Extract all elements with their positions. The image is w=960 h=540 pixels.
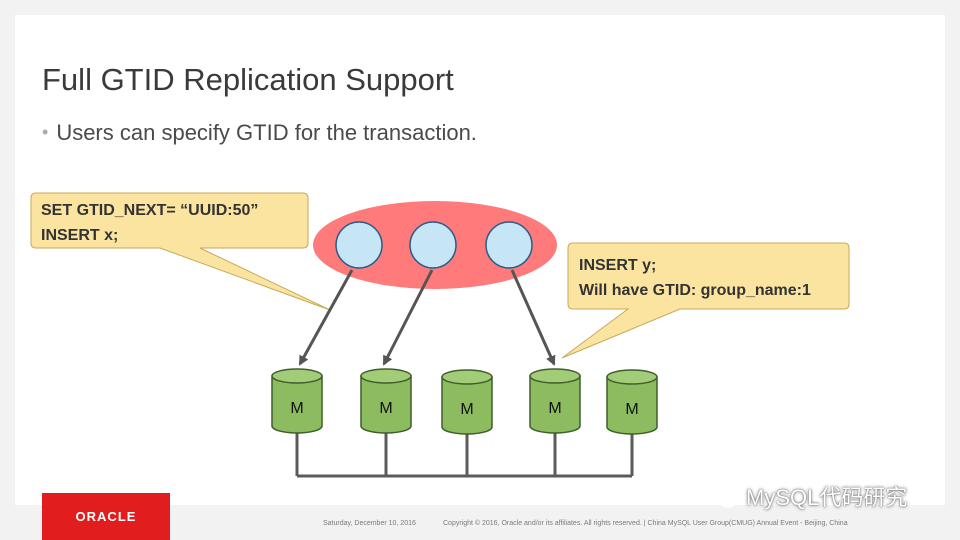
database-member-2: M (360, 368, 412, 434)
footer-date: Saturday, December 10, 2016 (323, 520, 416, 527)
callout-left-shape (30, 192, 331, 311)
database-label-3: M (460, 401, 473, 418)
database-member-3: M (441, 369, 493, 435)
database-member-1: M (271, 368, 323, 434)
database-member-5: M (606, 369, 658, 435)
callout-left-line2: INSERT x; (41, 227, 119, 244)
watermark-text: MySQL代码研究 (746, 485, 908, 510)
bullet-item: • Users can specify GTID for the transact… (42, 120, 477, 146)
arrow-node1-m1 (298, 269, 354, 366)
watermark: MySQL代码研究 (706, 480, 907, 512)
callout-right-shape (561, 242, 850, 359)
server-node-1 (335, 221, 383, 269)
oracle-logo: ORACLE (42, 493, 170, 540)
bullet-dot-icon: • (42, 122, 49, 142)
callout-right-text: INSERT y; Will have GTID: group_name:1 (579, 253, 811, 303)
arrow-node3-m4 (510, 269, 556, 366)
bullet-text: Users can specify GTID for the transacti… (56, 120, 477, 145)
database-label-4: M (548, 400, 561, 417)
callout-right-line2: Will have GTID: group_name:1 (579, 282, 811, 299)
database-member-4: M (529, 368, 581, 434)
server-node-2 (409, 221, 457, 269)
oracle-logo-text: ORACLE (75, 509, 137, 524)
database-label-1: M (290, 400, 303, 417)
server-node-3 (485, 221, 533, 269)
database-label-2: M (379, 400, 392, 417)
footer-copyright: Copyright © 2016, Oracle and/or its affi… (443, 520, 848, 527)
callout-right-line1: INSERT y; (579, 257, 657, 274)
wechat-icon (707, 484, 738, 508)
callout-left-text: SET GTID_NEXT= “UUID:50” INSERT x; (41, 198, 258, 248)
callout-left-line1: SET GTID_NEXT= “UUID:50” (41, 202, 259, 219)
arrow-node2-m2 (382, 269, 434, 366)
database-label-5: M (625, 401, 638, 418)
network-bus (295, 433, 634, 478)
slide-title: Full GTID Replication Support (42, 62, 454, 97)
